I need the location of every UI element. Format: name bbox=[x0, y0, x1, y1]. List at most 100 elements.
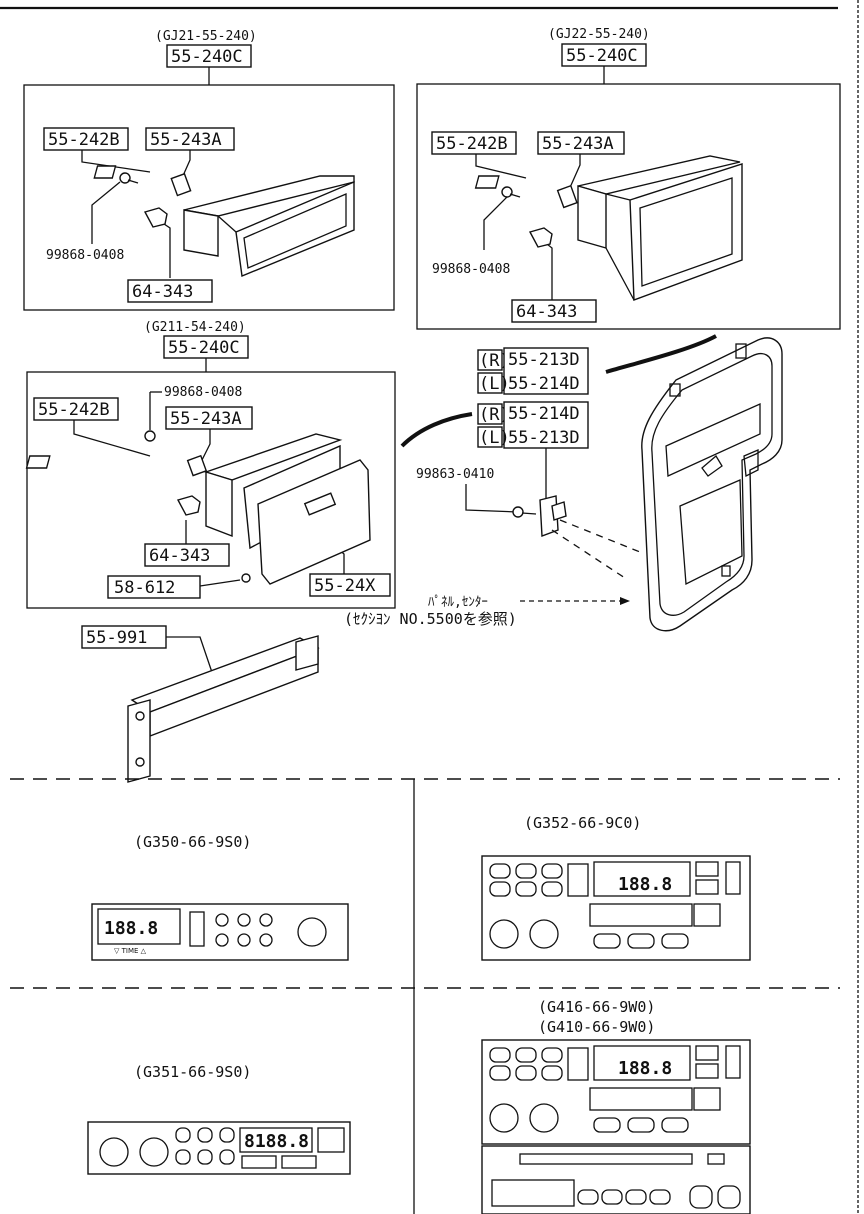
part-label: 55-242B bbox=[436, 134, 508, 154]
side-box bbox=[477, 426, 503, 448]
deck-button[interactable] bbox=[661, 933, 689, 949]
auto-button[interactable] bbox=[695, 1063, 719, 1079]
assembly-label: 55-240C bbox=[168, 338, 240, 358]
deck-button[interactable] bbox=[593, 1117, 621, 1133]
auto-button[interactable] bbox=[281, 1155, 317, 1169]
radio-g416: (G416-66-9W0) (G410-66-9W0) 188.8 bbox=[481, 998, 751, 1214]
part-label-box[interactable] bbox=[431, 131, 517, 155]
cd-slot bbox=[519, 1153, 693, 1165]
group-frame bbox=[416, 83, 841, 330]
deck-button[interactable] bbox=[661, 1117, 689, 1133]
bracket-55-991: 55-991 bbox=[81, 625, 320, 783]
part-label: 55-213D bbox=[508, 350, 580, 370]
preset-buttons[interactable] bbox=[215, 913, 273, 947]
deck-button[interactable] bbox=[593, 933, 621, 949]
eject-button[interactable] bbox=[693, 903, 721, 927]
radio-display-value: 188.8 bbox=[618, 1058, 672, 1079]
group-g211: (G211-54-240) 55-240C 99868-0408 55-242B… bbox=[25, 320, 396, 609]
radio-display bbox=[239, 1127, 313, 1153]
cd-display bbox=[491, 1179, 575, 1207]
part-label-box[interactable] bbox=[107, 575, 201, 599]
part-label: 99868-0408 bbox=[164, 385, 242, 400]
part-label: 64-343 bbox=[149, 546, 210, 566]
volume-knob[interactable] bbox=[99, 1137, 129, 1167]
group-ref-label: (GJ21-55-240) bbox=[155, 29, 257, 44]
part-label: 64-343 bbox=[516, 302, 577, 322]
part-label-box[interactable] bbox=[309, 573, 391, 597]
panel-note-line2: (ｾｸｼﾖﾝ NO.5500を参照) bbox=[344, 610, 517, 628]
am-fm-button[interactable] bbox=[567, 863, 589, 897]
volume-knob[interactable] bbox=[297, 917, 327, 947]
preset-buttons[interactable] bbox=[489, 863, 563, 897]
assembly-label: 55-240C bbox=[171, 47, 243, 67]
deck-button[interactable] bbox=[627, 1117, 655, 1133]
radio-display-value: 188.8 bbox=[104, 918, 158, 939]
cd-button[interactable] bbox=[649, 1189, 671, 1205]
part-label: 99863-0410 bbox=[416, 467, 494, 482]
volume-knob[interactable] bbox=[489, 1103, 519, 1133]
cd-button[interactable] bbox=[625, 1189, 647, 1205]
part-label: 55-214D bbox=[508, 404, 580, 424]
scan-button[interactable] bbox=[695, 1045, 719, 1061]
group-gj22: (GJ22-55-240) 55-240C 55-242B 55-243A 99… bbox=[416, 27, 841, 330]
radio-display-value: 8188.8 bbox=[244, 1131, 309, 1152]
tune-button[interactable] bbox=[725, 1045, 741, 1079]
radio-faceplate bbox=[481, 855, 751, 961]
auto-button[interactable] bbox=[695, 879, 719, 895]
part-label: 99868-0408 bbox=[432, 262, 510, 277]
part-label-box[interactable] bbox=[537, 131, 625, 155]
radio-faceplate bbox=[87, 1121, 351, 1175]
part-label-box[interactable] bbox=[503, 347, 589, 395]
radio-code: (G416-66-9W0) bbox=[538, 998, 655, 1016]
cd-button[interactable] bbox=[601, 1189, 623, 1205]
panel-note-line1: ﾊﾟﾈﾙ,ｾﾝﾀｰ bbox=[428, 595, 488, 610]
part-label: 55-243A bbox=[542, 134, 614, 154]
part-label: 58-612 bbox=[114, 578, 175, 598]
cd-button[interactable] bbox=[689, 1185, 713, 1209]
part-label-box[interactable] bbox=[511, 299, 597, 323]
side-label: (R) bbox=[479, 351, 510, 371]
pocket-tray bbox=[577, 155, 743, 301]
cassette-slot bbox=[589, 903, 693, 927]
group-frame bbox=[26, 371, 396, 609]
part-label: 55-243A bbox=[170, 409, 242, 429]
part-label: 55-242B bbox=[48, 130, 120, 150]
scan-button[interactable] bbox=[695, 861, 719, 877]
cd-button[interactable] bbox=[577, 1189, 599, 1205]
part-label-box[interactable] bbox=[33, 397, 119, 421]
radio-display-value: 188.8 bbox=[618, 874, 672, 895]
part-label-box[interactable] bbox=[165, 406, 253, 430]
radio-display bbox=[593, 1045, 691, 1081]
radio-display bbox=[593, 861, 691, 897]
center-panel-group: (R) 55-213D (L) 55-214D (R) 55-214D (L) … bbox=[344, 334, 783, 632]
deck-button[interactable] bbox=[627, 933, 655, 949]
preset-buttons[interactable] bbox=[175, 1127, 235, 1165]
radio-faceplate bbox=[91, 903, 349, 961]
eject-button[interactable] bbox=[693, 1087, 721, 1111]
part-label: 64-343 bbox=[132, 282, 193, 302]
pocket-tray bbox=[183, 175, 355, 277]
part-label: 55-214D bbox=[508, 374, 580, 394]
radio-code: (G350-66-9S0) bbox=[134, 833, 251, 851]
part-label-box[interactable] bbox=[503, 401, 589, 449]
part-label-box[interactable] bbox=[127, 279, 213, 303]
tone-knob[interactable] bbox=[139, 1137, 169, 1167]
pocket-tray-with-lid bbox=[203, 433, 371, 585]
clip-part bbox=[25, 430, 251, 583]
tune-button[interactable] bbox=[725, 861, 741, 895]
preset-buttons[interactable] bbox=[489, 1047, 563, 1081]
volume-knob[interactable] bbox=[489, 919, 519, 949]
cd-eject-button[interactable] bbox=[707, 1153, 725, 1165]
svg-text:▽ TIME △: ▽ TIME △ bbox=[114, 947, 147, 955]
cassette-slot bbox=[589, 1087, 693, 1111]
cd-button[interactable] bbox=[717, 1185, 741, 1209]
tone-knob[interactable] bbox=[529, 919, 559, 949]
am-fm-button[interactable] bbox=[241, 1155, 277, 1169]
tone-knob[interactable] bbox=[529, 1103, 559, 1133]
part-label-box[interactable] bbox=[144, 543, 230, 567]
part-label-box[interactable] bbox=[43, 127, 129, 151]
part-label: 55-242B bbox=[38, 400, 110, 420]
side-label: (L) bbox=[479, 428, 510, 448]
am-fm-button[interactable] bbox=[567, 1047, 589, 1081]
part-label: 55-243A bbox=[150, 130, 222, 150]
